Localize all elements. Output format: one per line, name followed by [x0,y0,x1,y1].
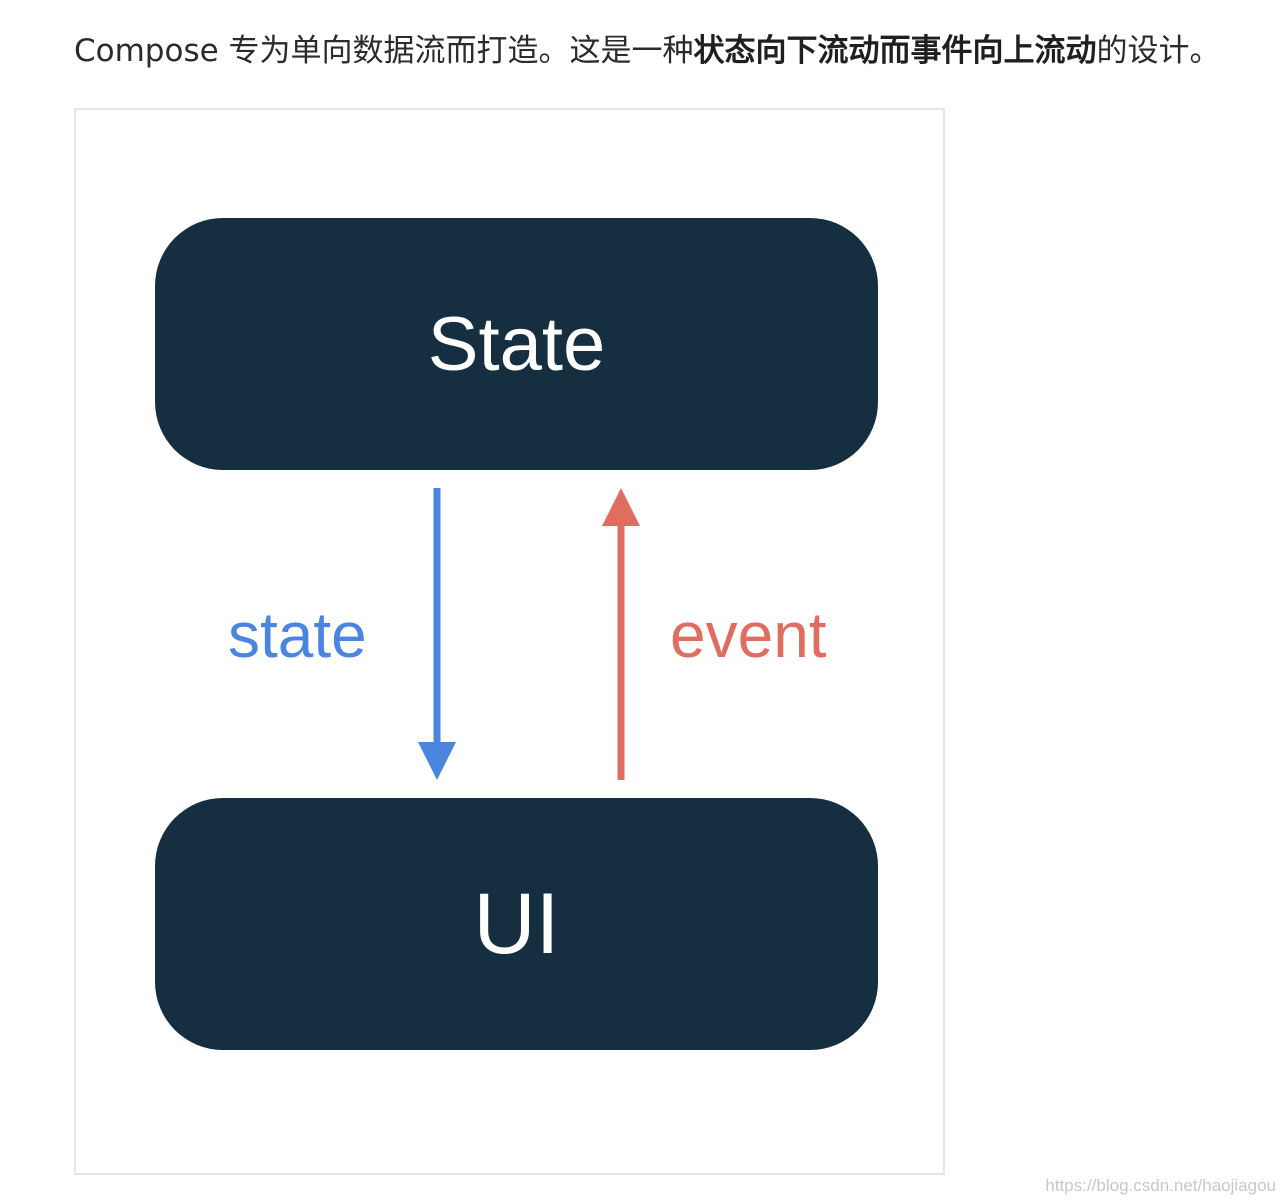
ui-box-label: UI [473,875,560,972]
intro-paragraph: Compose 专为单向数据流而打造。这是一种状态向下流动而事件向上流动的设计。 [74,28,1274,74]
state-box-label: State [427,301,606,387]
state-box: State [155,218,878,470]
intro-prefix: Compose 专为单向数据流而打造。这是一种 [74,33,694,69]
watermark: https://blog.csdn.net/haojiagou [1045,1176,1276,1195]
intro-suffix: 的设计。 [1096,33,1221,69]
intro-emphasis: 状态向下流动而事件向上流动 [693,33,1097,69]
ui-box: UI [155,798,878,1050]
